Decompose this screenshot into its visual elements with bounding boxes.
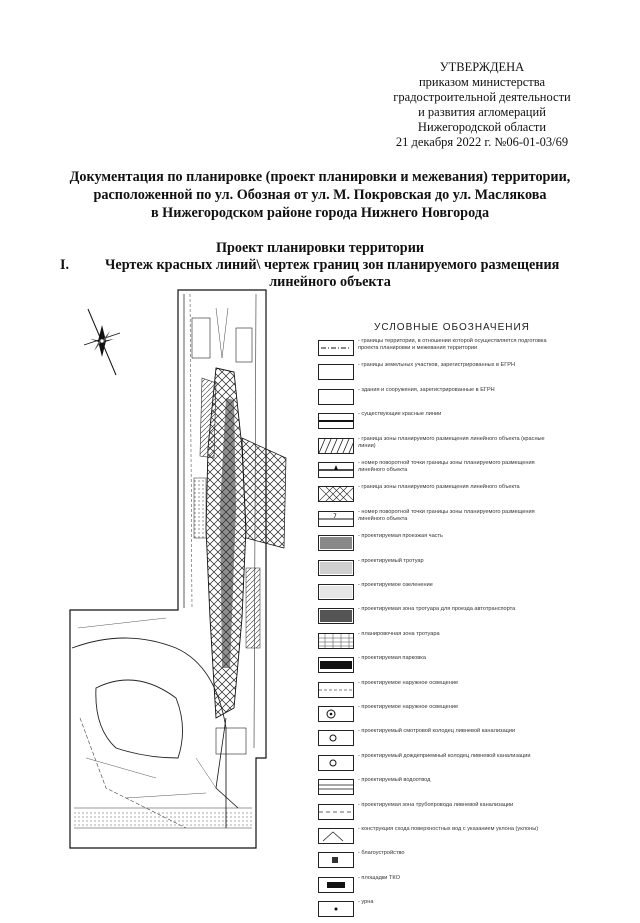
legend-item: - проектируемая зона тротуара для проезд… [318, 606, 618, 630]
legend-label: - урна [358, 899, 374, 906]
legend-item: - границы территории, в отношении которо… [318, 338, 618, 362]
legend-item: - проектируемый водоотвод [318, 777, 618, 801]
legend-symbol-black-rect [318, 876, 354, 893]
approval-line: Нижегородской области [417, 120, 547, 134]
document-title: Документация по планировке (проект плани… [30, 168, 610, 222]
legend-symbol-light-dots [318, 559, 354, 576]
svg-text:7: 7 [333, 513, 337, 520]
legend-symbol-circle-small [318, 754, 354, 771]
legend-label: - существующие красные линии [358, 411, 442, 418]
legend-symbol-small-square [318, 852, 354, 869]
legend-label: - границы земельных участков, зарегистри… [358, 362, 516, 369]
legend-label: - конструкция схода поверхностных вод с … [358, 826, 539, 832]
legend-label: - проектируемая парковка [358, 655, 426, 662]
legend-label: - проектируемое наружное освещение [358, 679, 459, 686]
legend-label: - границы территории, в отношении которо… [358, 338, 547, 351]
document-title-line: в Нижегородском районе города Нижнего Но… [150, 205, 490, 221]
legend-label: - проектируемое озеленение [358, 582, 433, 588]
document-title-line: Документация по планировке (проект плани… [69, 169, 571, 185]
approval-line: градостроительной деятельности [393, 90, 571, 104]
legend-label: - площадки ТКО [358, 874, 400, 881]
legend-symbol-light-fill [318, 584, 354, 600]
legend-symbol-dotted-fill [318, 535, 354, 552]
legend-symbol-circle-mark [318, 706, 354, 722]
legend-item: - граница зоны планируемого размещения л… [318, 436, 618, 460]
legend-item: - урна [318, 899, 618, 923]
legend-item: - благоустройство [318, 850, 618, 874]
legend-symbol-numbered-line: 7 [318, 510, 354, 527]
legend-item: - проектируемое наружное освещение [318, 704, 618, 728]
legend-symbol-dashed-k [318, 803, 354, 820]
legend-symbol-cross-hatch [318, 486, 354, 503]
legend-item: - проектируемый смотровой колодец ливнев… [318, 728, 618, 752]
legend-label: - граница зоны планируемого размещения л… [358, 484, 520, 491]
legend-symbol-circle-small [318, 730, 354, 747]
legend-symbol-dash-dot-line [318, 340, 354, 356]
legend-title: УСЛОВНЫЕ ОБОЗНАЧЕНИЯ [374, 322, 530, 333]
legend-item: - номер поворотной точки границы зоны пл… [318, 460, 618, 484]
legend-label: - граница зоны планируемого размещения л… [358, 435, 545, 449]
legend-label: - номер поворотной точки границы зоны пл… [358, 460, 535, 473]
legend-item: - конструкция схода поверхностных вод с … [318, 826, 618, 850]
legend-label: - благоустройство [358, 850, 405, 857]
legend-label: - планировочная зона тротуара [358, 630, 440, 637]
legend-item: - границы земельных участков, зарегистри… [318, 362, 618, 386]
legend-label: - проектируемая зона тротуара для проезд… [358, 606, 516, 613]
section-title: Проект планировки территории [215, 240, 425, 256]
legend-symbol-plain-box [318, 364, 354, 381]
legend-item: 7 - номер поворотной точки границы зоны п… [318, 509, 618, 533]
legend-label: - проектируемая зона трубопровода ливнев… [358, 801, 514, 808]
legend-label: - проектируемый тротуар [358, 557, 424, 564]
legend-symbol-dark-fill [318, 608, 354, 625]
legend-label: - проектируемый дождеприемный колодец ли… [358, 752, 531, 759]
legend-label: - здания и сооружения, зарегистрированны… [358, 386, 495, 393]
approval-line: УТВЕРЖДЕНА [439, 60, 525, 74]
drawing-title-line: линейного объекта [269, 274, 391, 290]
legend-item: - проектируемая парковка [318, 655, 618, 679]
legend-symbol-thick-line [318, 413, 354, 430]
legend-symbol-grid-fill [318, 632, 354, 649]
legend-symbol-hatch [318, 437, 354, 454]
legend-symbol-marker-line [318, 462, 354, 478]
legend-label: - проектируемое наружное освещение [358, 704, 459, 710]
legend-label: - проектируемый водоотвод [358, 777, 431, 784]
legend-item: - проектируемый дождеприемный колодец ли… [318, 753, 618, 777]
legend-label: - проектируемая проезжая часть [358, 533, 443, 540]
legend-item: - проектируемая зона трубопровода ливнев… [318, 802, 618, 826]
legend-item: - здания и сооружения, зарегистрированны… [318, 387, 618, 411]
legend-symbol-slope-box [318, 828, 354, 844]
legend-item: - площадки ТКО [318, 875, 618, 899]
legend-item: - проектируемая проезжая часть [318, 533, 618, 557]
drawing-number: I. [60, 257, 70, 273]
approval-line: приказом министерства [418, 75, 546, 89]
drawing-title-line: Чертеж красных линий\ чертеж границ зон … [105, 257, 560, 273]
red-lines-drawing [69, 289, 287, 849]
legend-label: - номер поворотной точки границы зоны пл… [358, 508, 535, 522]
legend-item: - проектируемый тротуар [318, 558, 618, 582]
legend-symbol-small-dot [318, 901, 354, 918]
approval-stamp: УТВЕРЖДЕНА приказом министерства градост… [372, 60, 592, 150]
legend-item: - граница зоны планируемого размещения л… [318, 484, 618, 508]
legend-symbol-black-bar [318, 657, 354, 674]
legend-item: - проектируемое озеленение [318, 582, 618, 606]
legend-item: - проектируемое наружное освещение [318, 680, 618, 704]
approval-line: и развития агломераций [418, 105, 546, 119]
legend-symbol-light-line [318, 681, 354, 698]
legend-item: - планировочная зона тротуара [318, 631, 618, 655]
legend-label: - проектируемый смотровой колодец ливнев… [358, 728, 516, 735]
approval-date-line: 21 декабря 2022 г. №06-01-03/69 [395, 135, 569, 149]
legend-item: - существующие красные линии [318, 411, 618, 435]
document-title-line: расположенной по ул. Обозная от ул. М. П… [93, 187, 547, 203]
north-arrow-icon [83, 308, 121, 376]
legend-symbol-double-line [318, 779, 354, 796]
legend-symbol-plain-box [318, 388, 354, 405]
